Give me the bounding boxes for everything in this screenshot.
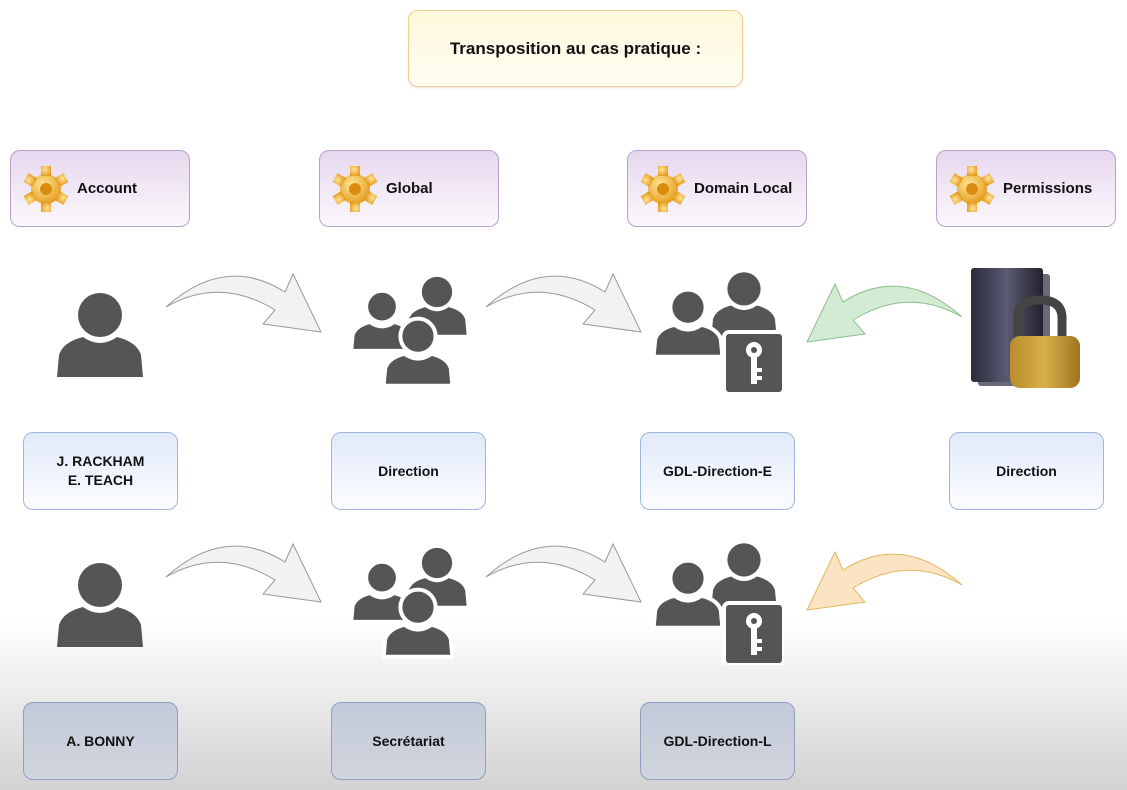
arrow-right-icon	[485, 262, 645, 337]
account-label: J. RACKHAM E. TEACH	[23, 432, 178, 510]
arrow-right-icon	[165, 262, 325, 337]
header-permissions: Permissions	[936, 150, 1116, 227]
group-icon	[350, 541, 468, 659]
header-global: Global	[319, 150, 499, 227]
user-icon	[55, 285, 145, 377]
user-icon	[55, 555, 145, 647]
locked-group-icon	[652, 535, 784, 665]
account-name: E. TEACH	[67, 472, 134, 488]
global-group-label: Direction	[331, 432, 486, 510]
arrow-left-green-icon	[803, 272, 963, 347]
global-group-label: Secrétariat	[331, 702, 486, 780]
header-label: Global	[386, 180, 433, 197]
gear-icon	[21, 164, 71, 214]
gear-icon	[330, 164, 380, 214]
account-name: J. RACKHAM	[56, 453, 145, 469]
gear-icon	[947, 164, 997, 214]
header-account: Account	[10, 150, 190, 227]
page-title: Transposition au cas pratique :	[408, 10, 743, 87]
locked-group-icon	[652, 264, 784, 394]
header-label: Account	[77, 180, 137, 197]
domain-local-label: GDL-Direction-E	[640, 432, 795, 510]
permission-label: Direction	[949, 432, 1104, 510]
header-label: Domain Local	[694, 180, 793, 197]
group-icon	[350, 270, 468, 388]
gear-icon	[638, 164, 688, 214]
header-label: Permissions	[1003, 180, 1093, 197]
arrow-left-orange-icon	[803, 540, 963, 615]
arrow-right-icon	[165, 532, 325, 607]
arrow-right-icon	[485, 532, 645, 607]
account-label: A. BONNY	[23, 702, 178, 780]
header-domain-local: Domain Local	[627, 150, 807, 227]
domain-local-label: GDL-Direction-L	[640, 702, 795, 780]
locked-folder-icon	[971, 268, 1080, 388]
